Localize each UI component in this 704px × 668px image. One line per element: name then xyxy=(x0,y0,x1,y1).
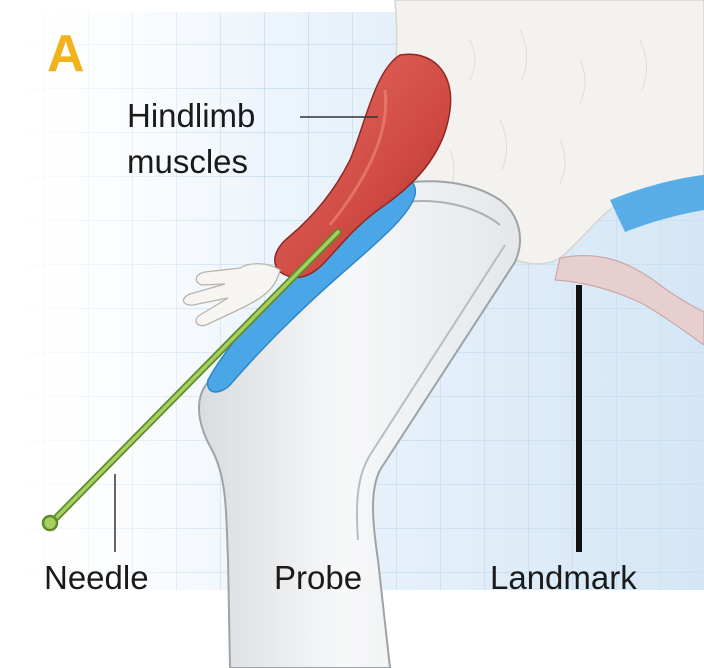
needle-label: Needle xyxy=(44,558,149,598)
landmark-label: Landmark xyxy=(490,558,637,598)
hindlimb-muscles-label-line2: muscles xyxy=(127,142,248,182)
panel-letter: A xyxy=(47,24,85,84)
needle-hub xyxy=(43,516,57,530)
hindlimb-muscles-label-line1: Hindlimb xyxy=(127,96,255,136)
probe-label: Probe xyxy=(274,558,362,598)
